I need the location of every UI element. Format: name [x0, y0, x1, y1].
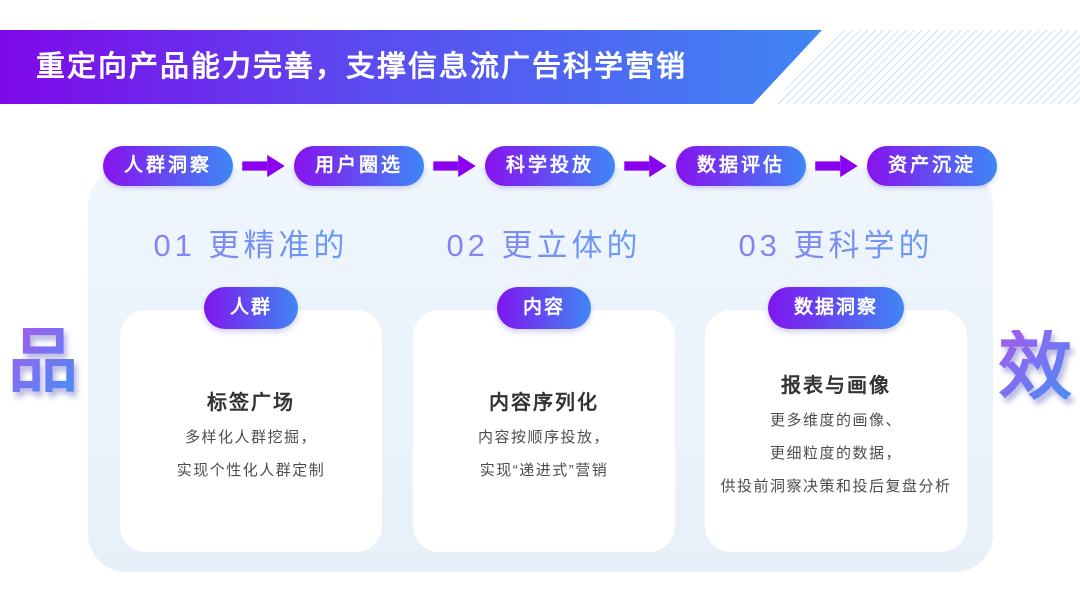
column-number-label: 02 更立体的	[413, 220, 675, 265]
arrow-right-icon	[624, 154, 667, 178]
column-data-insight: 03 更科学的 数据洞察 报表与画像 更多维度的画像、 更细粒度的数据， 供投前…	[705, 220, 967, 552]
column-tag-pill: 数据洞察	[767, 287, 905, 329]
card-title: 标签广场	[207, 391, 295, 414]
column-content: 02 更立体的 内容 内容序列化 内容按顺序投放， 实现“递进式”营销	[413, 220, 675, 552]
side-label-pin: 品	[8, 322, 78, 400]
slide-title: 重定向产品能力完善，支撑信息流广告科学营销	[36, 51, 688, 83]
title-banner: 重定向产品能力完善，支撑信息流广告科学营销	[0, 30, 822, 104]
card-text-line: 供投前洞察决策和投后复盘分析	[720, 478, 952, 495]
flow-step-user-selection: 用户圈选	[294, 146, 425, 186]
column-audience: 01 更精准的 人群 标签广场 多样化人群挖掘， 实现个性化人群定制	[120, 220, 382, 552]
card-text-line: 实现“递进式”营销	[479, 461, 609, 479]
flow-step-data-evaluation: 数据评估	[676, 146, 807, 186]
arrow-right-icon	[433, 154, 476, 178]
card-text-line: 内容按顺序投放，	[477, 428, 610, 446]
feature-card: 标签广场 多样化人群挖掘， 实现个性化人群定制	[120, 310, 382, 552]
feature-card: 内容序列化 内容按顺序投放， 实现“递进式”营销	[413, 310, 675, 552]
arrow-right-icon	[242, 154, 285, 178]
card-text-line: 更细粒度的数据，	[769, 445, 902, 462]
column-tag-pill: 内容	[496, 287, 592, 329]
flow-steps-row: 人群洞察 用户圈选 科学投放 数据评估 资产沉淀	[103, 146, 998, 186]
flow-step-audience-insight: 人群洞察	[103, 146, 234, 186]
flow-step-scientific-delivery: 科学投放	[485, 146, 616, 186]
card-title: 内容序列化	[489, 391, 599, 414]
arrow-right-icon	[815, 154, 858, 178]
column-tag-pill: 人群	[203, 287, 299, 329]
card-text-line: 更多维度的画像、	[769, 412, 902, 429]
card-text-line: 多样化人群挖掘，	[184, 428, 317, 446]
column-number-label: 03 更科学的	[705, 220, 967, 265]
feature-card: 报表与画像 更多维度的画像、 更细粒度的数据， 供投前洞察决策和投后复盘分析	[705, 310, 967, 552]
card-text-line: 实现个性化人群定制	[176, 461, 326, 479]
flow-step-asset-accumulation: 资产沉淀	[867, 146, 998, 186]
side-label-xiao: 效	[998, 325, 1072, 408]
card-title: 报表与画像	[781, 375, 891, 397]
column-number-label: 01 更精准的	[120, 220, 382, 265]
